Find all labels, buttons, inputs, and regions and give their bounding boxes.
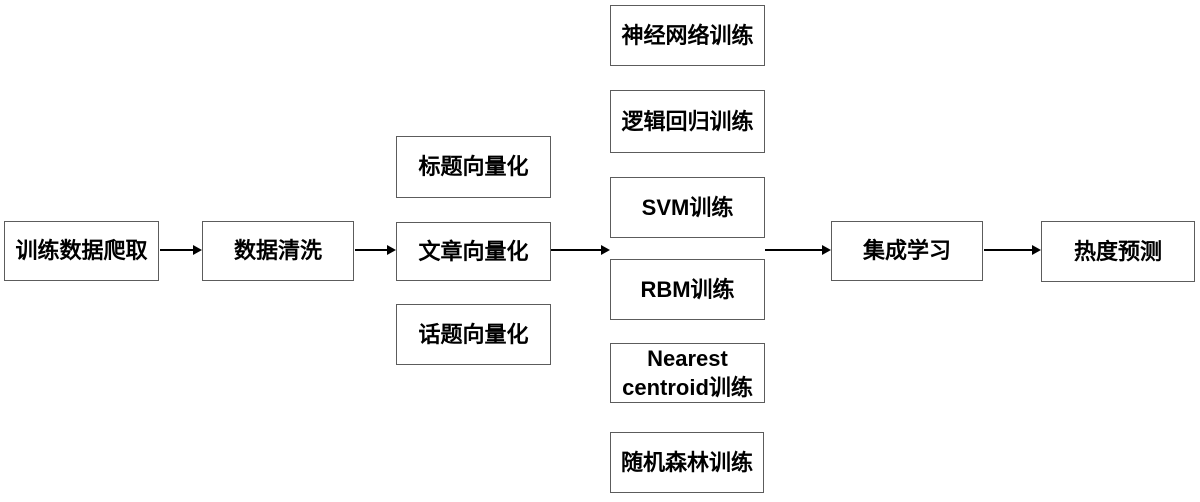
node-nearest-centroid-training: Nearest centroid训练 xyxy=(610,343,765,403)
arrow-ensemble-to-prediction xyxy=(984,245,1041,255)
arrow-training-to-ensemble xyxy=(765,245,831,255)
node-article-vectorization: 文章向量化 xyxy=(396,222,551,281)
node-svm-training: SVM训练 xyxy=(610,177,765,238)
arrow-clean-to-vectorization xyxy=(355,245,396,255)
node-neural-network-training: 神经网络训练 xyxy=(610,5,765,66)
node-data-cleaning: 数据清洗 xyxy=(202,221,354,281)
node-rbm-training: RBM训练 xyxy=(610,259,765,320)
node-training-data-crawl: 训练数据爬取 xyxy=(4,221,159,281)
node-logistic-regression-training: 逻辑回归训练 xyxy=(610,90,765,153)
node-random-forest-training: 随机森林训练 xyxy=(610,432,764,493)
arrow-vectorization-to-training xyxy=(551,245,610,255)
node-topic-vectorization: 话题向量化 xyxy=(396,304,551,365)
node-ensemble-learning: 集成学习 xyxy=(831,221,983,281)
arrow-crawl-to-clean xyxy=(160,245,202,255)
node-popularity-prediction: 热度预测 xyxy=(1041,221,1195,282)
node-title-vectorization: 标题向量化 xyxy=(396,136,551,198)
